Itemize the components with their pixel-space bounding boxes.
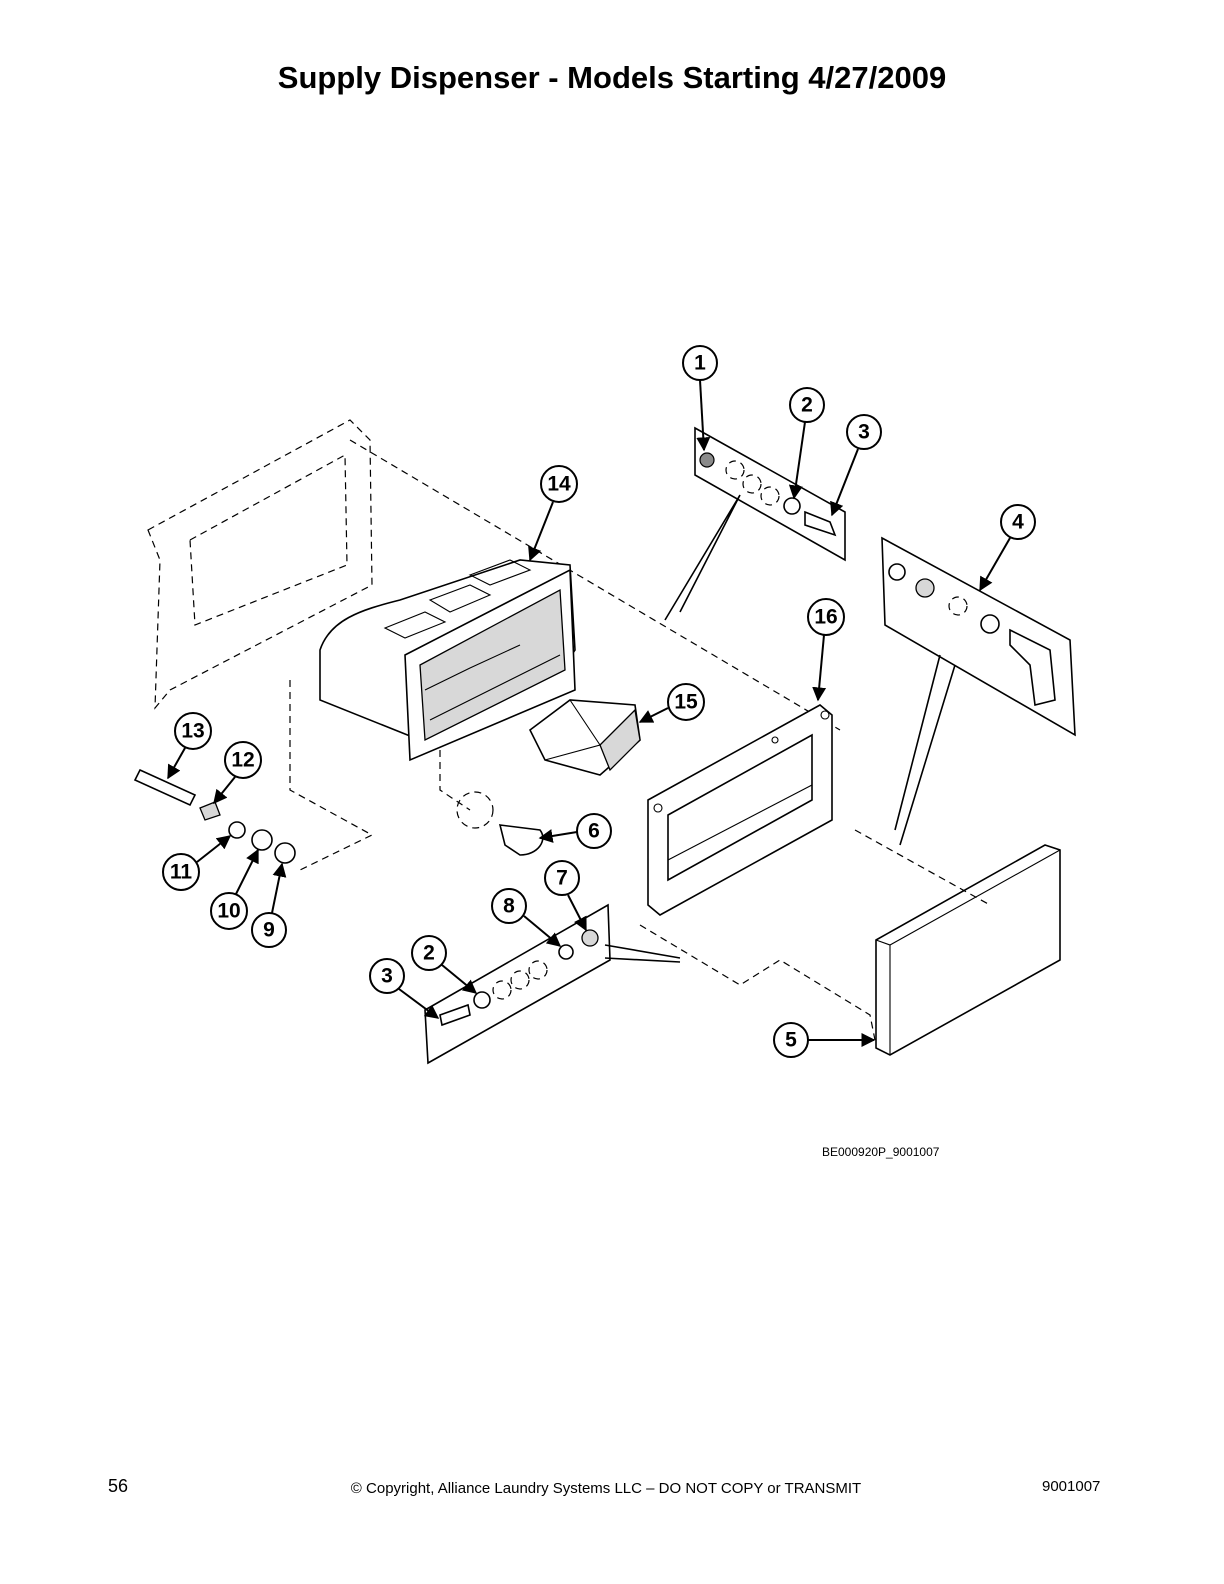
svg-text:5: 5 (785, 1029, 797, 1052)
hardware-group-left (133, 768, 296, 864)
hardware-group-top (664, 426, 846, 621)
callout-3: 3 (846, 414, 882, 450)
callout-8: 8 (491, 888, 527, 924)
svg-text:2: 2 (801, 394, 813, 417)
callout-2: 2 (789, 387, 825, 423)
svg-text:7: 7 (556, 867, 568, 890)
callout-1: 1 (682, 345, 718, 381)
callout-7: 7 (544, 860, 580, 896)
svg-text:11: 11 (170, 861, 193, 884)
svg-text:16: 16 (814, 606, 837, 629)
callout-5: 5 (773, 1022, 809, 1058)
hardware-group-right (881, 536, 1076, 846)
hardware-group-bottom (424, 903, 681, 1065)
figure-code: BE000920P_9001007 (822, 1145, 940, 1159)
svg-text:6: 6 (588, 820, 600, 843)
footer-page-number: 56 (108, 1476, 129, 1496)
callout-9: 9 (251, 912, 287, 948)
svg-text:3: 3 (858, 421, 870, 444)
svg-text:12: 12 (231, 749, 254, 772)
knob (456, 791, 544, 856)
footer-copyright: © Copyright, Alliance Laundry Systems LL… (350, 1480, 862, 1497)
callout-4: 4 (1000, 504, 1036, 540)
callout-12: 12 (224, 741, 262, 779)
cover-panel (639, 829, 1061, 1056)
svg-text:8: 8 (503, 895, 515, 918)
callout-6: 6 (576, 813, 612, 849)
svg-text:3: 3 (381, 965, 393, 988)
callout-3-bottom: 3 (369, 958, 405, 994)
svg-text:14: 14 (547, 473, 571, 496)
dispenser-housing (319, 559, 576, 762)
svg-text:4: 4 (1012, 511, 1024, 534)
phantom-mounting-panel (147, 419, 841, 871)
callout-2-bottom: 2 (411, 935, 447, 971)
svg-text:9: 9 (263, 919, 275, 942)
callout-14: 14 (540, 465, 578, 503)
page-title: Supply Dispenser - Models Starting 4/27/… (277, 60, 947, 95)
callout-16: 16 (807, 598, 845, 636)
callout-15: 15 (667, 683, 705, 721)
svg-text:15: 15 (674, 691, 698, 714)
svg-text:10: 10 (217, 900, 240, 923)
svg-text:2: 2 (423, 942, 435, 965)
callout-13: 13 (174, 712, 212, 750)
callout-11: 11 (162, 853, 200, 891)
svg-text:1: 1 (694, 352, 706, 375)
frame (647, 704, 833, 916)
chute (528, 699, 641, 776)
svg-text:13: 13 (181, 720, 204, 743)
footer-document-number: 9001007 (1042, 1478, 1101, 1495)
callout-10: 10 (210, 892, 248, 930)
